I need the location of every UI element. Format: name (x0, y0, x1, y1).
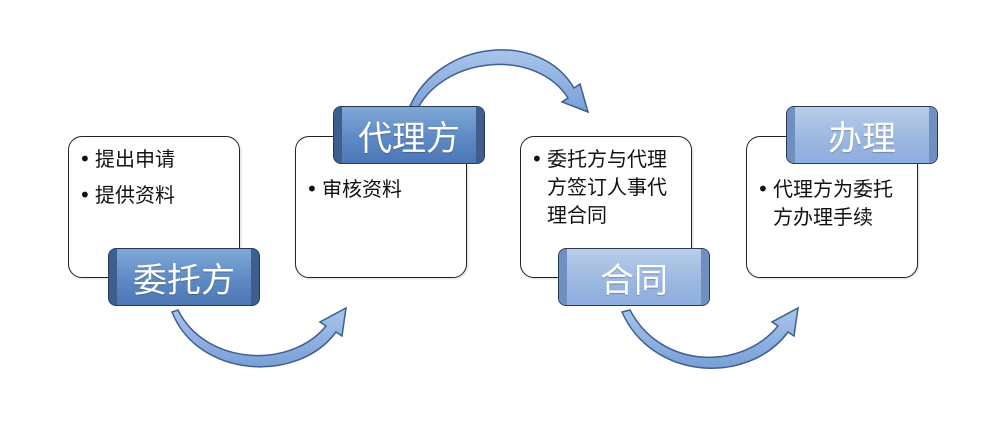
step-label-4: 办理 (786, 106, 938, 164)
step-label-2: 代理方 (333, 106, 485, 164)
step-label-1: 委托方 (108, 248, 260, 306)
curved-arrow-1 (171, 306, 347, 368)
step-1-bullets: 提出申请 提供资料 (77, 145, 233, 217)
step-2-bullets: 审核资料 (304, 175, 460, 211)
step-1-bullet-2: 提供资料 (77, 181, 233, 209)
step-label-3: 合同 (558, 248, 710, 306)
curved-arrow-2 (408, 49, 590, 114)
step-4-bullets: 代理方为委托方办理手续 (755, 175, 911, 231)
step-2-bullet-1: 审核资料 (304, 175, 460, 203)
step-3-bullet-1: 委托方与代理方签订人事代理合同 (529, 145, 685, 229)
step-card-1: 提出申请 提供资料 (68, 136, 240, 278)
step-1-bullet-1: 提出申请 (77, 145, 233, 173)
step-3-bullets: 委托方与代理方签订人事代理合同 (529, 145, 685, 229)
curved-arrow-3 (620, 306, 799, 370)
step-4-bullet-1: 代理方为委托方办理手续 (755, 175, 911, 231)
